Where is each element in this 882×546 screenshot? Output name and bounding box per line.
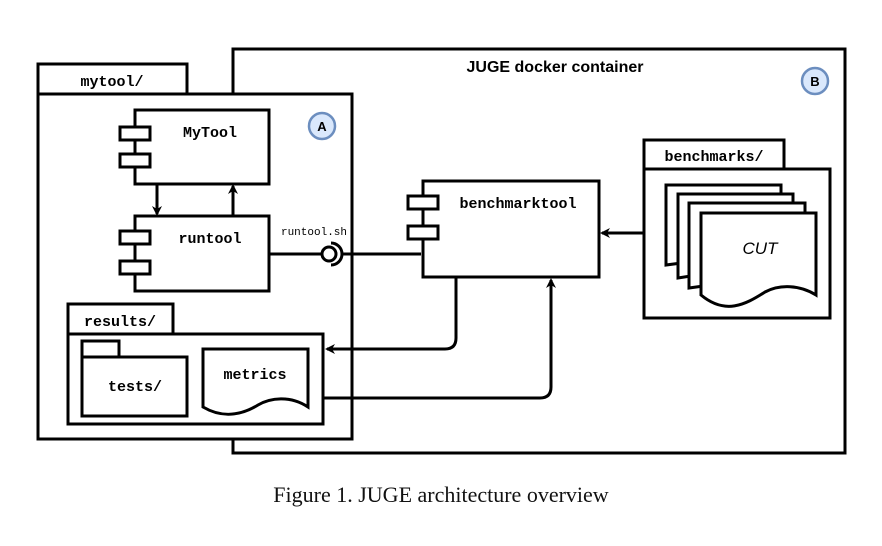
tests-folder: tests/	[80, 339, 189, 418]
badge-a-circle	[307, 111, 337, 141]
runtool-interface: runtool.sh	[269, 227, 421, 267]
badge-a-label: A	[317, 119, 327, 134]
tests-folder-tab	[80, 339, 121, 359]
mytool-folder-label: mytool/	[80, 74, 143, 91]
runtool-component-label: runtool	[178, 231, 241, 248]
tests-folder-body	[80, 355, 189, 418]
component-port-icon	[118, 152, 152, 169]
mytool-component: MyTool	[118, 108, 271, 186]
benchmarks-folder: benchmarks/ CUT	[642, 138, 832, 320]
mytool-component-box	[133, 108, 271, 186]
cut-document-shape	[699, 211, 818, 308]
arrow-benchmarktool-to-results	[325, 277, 458, 354]
tests-folder-label: tests/	[108, 379, 162, 396]
results-folder-label: results/	[84, 314, 156, 331]
arrow-results-to-benchmarktool	[323, 278, 556, 400]
badge-b-label: B	[810, 74, 819, 89]
runtool-interface-label: runtool.sh	[281, 227, 347, 239]
benchmarktool-component: benchmarktool	[406, 179, 601, 279]
mytool-folder: mytool/ A MyTool runtool results/	[36, 62, 354, 441]
provided-interface-icon	[320, 245, 338, 263]
component-port-icon	[406, 194, 440, 211]
metrics-document: metrics	[201, 347, 310, 416]
badge-a: A	[307, 111, 337, 141]
component-port-icon	[118, 125, 152, 142]
benchmarktool-component-label: benchmarktool	[459, 196, 576, 213]
mytool-component-label: MyTool	[183, 125, 237, 142]
runtool-component: runtool	[118, 214, 271, 293]
figure-caption: Figure 1. JUGE architecture overview	[273, 482, 609, 507]
metrics-document-label: metrics	[223, 367, 286, 384]
results-folder: results/ tests/ metrics	[66, 302, 325, 426]
component-port-icon	[118, 229, 152, 246]
cut-documents-stack: CUT	[664, 183, 818, 308]
cut-document-label: CUT	[743, 239, 780, 258]
badge-b-circle	[800, 66, 830, 96]
component-port-icon	[118, 259, 152, 276]
docker-container-title: JUGE docker container	[467, 59, 644, 76]
metrics-document-shape	[201, 347, 310, 416]
badge-b: B	[800, 66, 830, 96]
benchmarks-folder-label: benchmarks/	[664, 149, 763, 166]
runtool-component-box	[133, 214, 271, 293]
component-port-icon	[406, 224, 440, 241]
mytool-folder-tab	[36, 62, 189, 96]
benchmarktool-component-box	[421, 179, 601, 279]
